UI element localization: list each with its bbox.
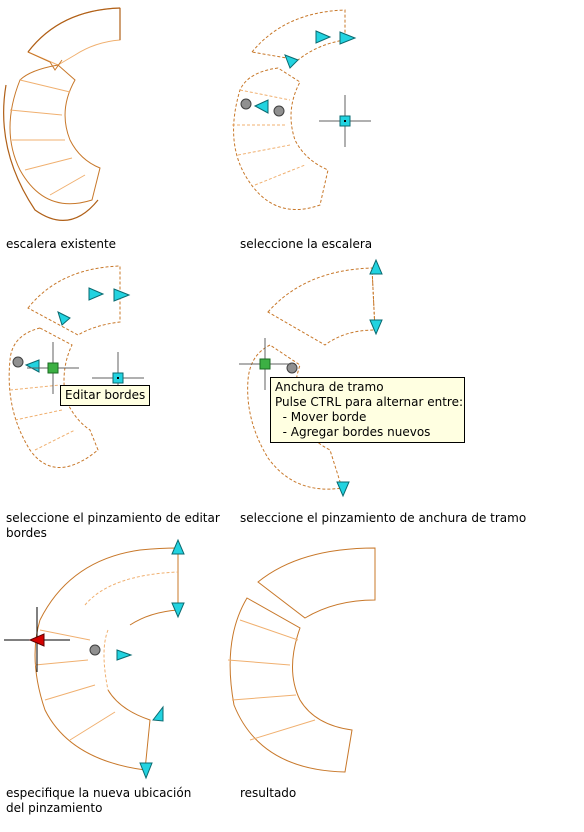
width-tooltip-line2: Pulse CTRL para alternar entre:	[275, 395, 464, 409]
caption-select-width-grip: seleccione el pinzamiento de anchura de …	[240, 511, 527, 525]
width-grip-tooltip: Anchura de tramo Pulse CTRL para alterna…	[270, 377, 465, 443]
grips-p4	[238, 258, 383, 498]
edit-edges-tooltip: Editar bordes	[60, 385, 151, 406]
caption-select-edit-grip: seleccione el pinzamiento de editar bord…	[6, 511, 220, 541]
stair-selected	[232, 9, 346, 210]
stair-new-location-inner	[84, 571, 179, 691]
stair-existing-outline	[3, 7, 121, 221]
width-tooltip-line3: - Mover borde	[275, 410, 367, 424]
stair-edit-edges	[8, 265, 121, 468]
selection-grips-p2	[240, 30, 372, 148]
width-tooltip-line4: - Agregar bordes nuevos	[275, 425, 431, 439]
caption-specify-location-line2: del pinzamiento	[6, 801, 103, 815]
caption-specify-location-line1: especifique la nueva ubicación	[6, 786, 192, 800]
caption-specify-location: especifique la nueva ubicación del pinza…	[6, 786, 191, 816]
stair-new-location	[34, 547, 179, 771]
grips-p3	[12, 287, 145, 405]
stair-result	[227, 547, 376, 773]
width-tooltip-title: Anchura de tramo	[275, 380, 384, 394]
edit-edges-tooltip-text: Editar bordes	[65, 388, 146, 402]
caption-existing-stair: escalera existente	[6, 237, 117, 251]
caption-select-edit-grip-line2: bordes	[6, 526, 47, 540]
caption-result: resultado	[240, 786, 297, 800]
caption-select-edit-grip-line1: seleccione el pinzamiento de editar	[6, 511, 220, 525]
caption-select-stair: seleccione la escalera	[240, 237, 373, 251]
stair-existing	[9, 7, 121, 205]
grips-p5	[4, 538, 185, 780]
